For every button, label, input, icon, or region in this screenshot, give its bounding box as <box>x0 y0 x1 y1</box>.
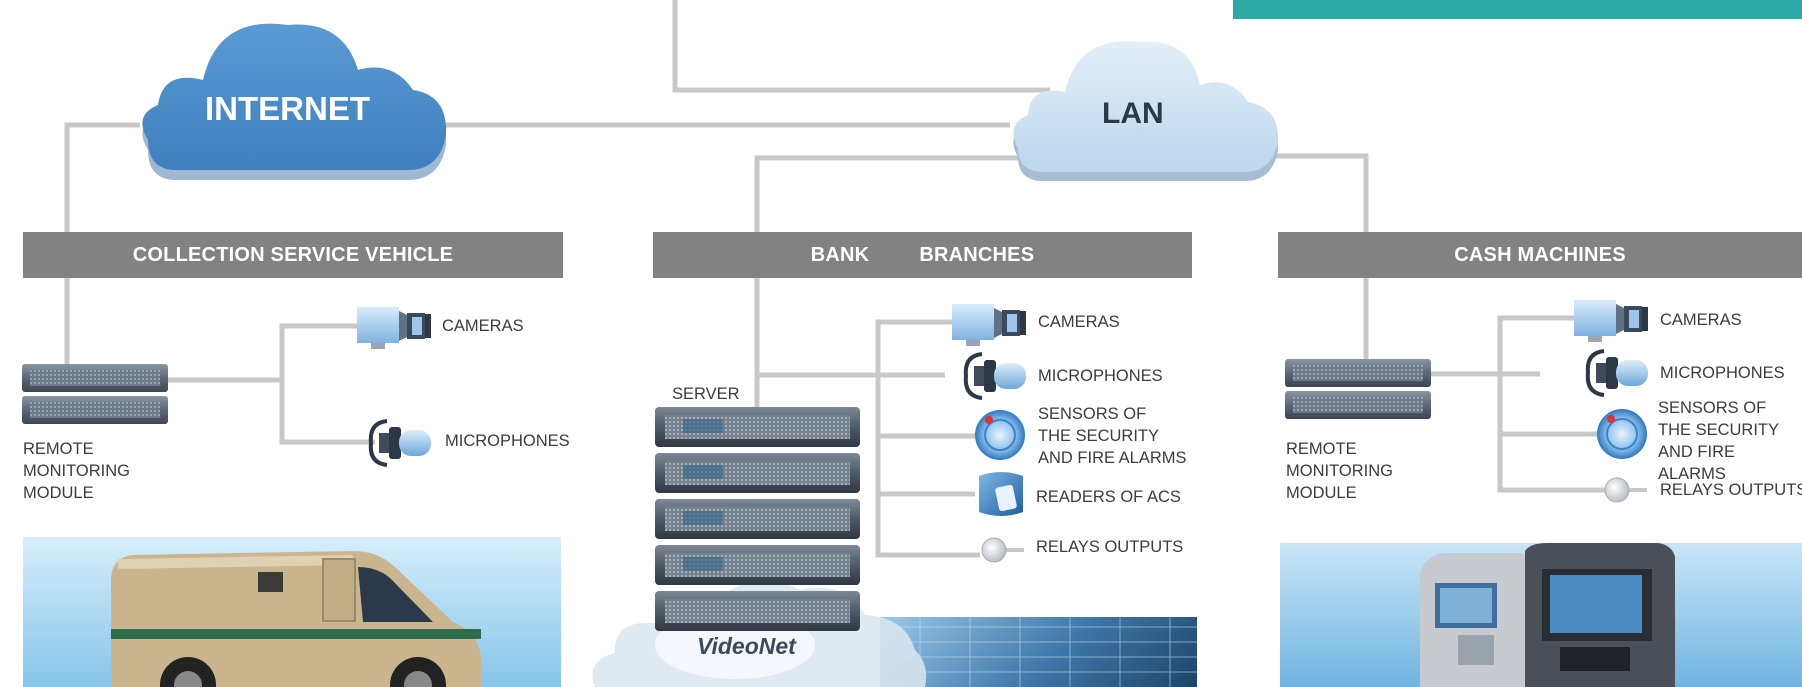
bank-device-sensors: SENSORS OF THE SECURITY AND FIRE ALARMS <box>1038 405 1187 467</box>
microphone-icon <box>368 419 431 467</box>
section-collection-title: COLLECTION SERVICE VEHICLE <box>23 232 563 278</box>
monitoring-module-icon <box>22 364 168 424</box>
bank-device-cameras: CAMERAS <box>1038 313 1120 331</box>
collection-title-text: COLLECTION SERVICE VEHICLE <box>132 243 454 266</box>
atm-image <box>1420 543 1675 687</box>
cash-title-text: CASH MACHINES <box>1454 243 1626 266</box>
section-cash-title: CASH MACHINES <box>1278 232 1802 278</box>
van-image <box>111 551 481 687</box>
server-rack-icon <box>655 407 860 631</box>
cash-device-sensors: SENSORS OF THE SECURITY AND FIRE ALARMS <box>1658 399 1780 483</box>
lan-label: LAN <box>1102 97 1164 130</box>
camera-icon <box>1574 300 1648 342</box>
top-accent-bar <box>1233 0 1802 19</box>
collection-device-microphones: MICROPHONES <box>445 432 570 450</box>
lan-cloud-icon <box>1013 41 1279 181</box>
server-label: SERVER <box>672 385 740 403</box>
bank-title-part1: BANK <box>810 243 870 266</box>
bank-building-photo <box>880 617 1197 687</box>
videonet-label: VideoNet <box>697 633 796 659</box>
cash-module-label: REMOTE MONITORING MODULE <box>1286 440 1393 502</box>
collection-module-label: REMOTE MONITORING MODULE <box>23 440 130 502</box>
cash-device-relays: RELAYS OUTPUTS <box>1660 481 1802 499</box>
camera-icon <box>952 304 1026 346</box>
internet-label: INTERNET <box>205 90 370 127</box>
monitoring-module-icon <box>1285 359 1431 419</box>
bank-title-part2: BRANCHES <box>919 243 1035 266</box>
collection-vehicle-photo <box>23 537 561 687</box>
relay-icon <box>1604 477 1647 503</box>
bank-device-microphones: MICROPHONES <box>1038 367 1163 385</box>
camera-icon <box>357 307 431 349</box>
microphone-icon <box>963 352 1026 400</box>
relay-icon <box>981 537 1024 563</box>
cash-atm-photo <box>1280 543 1802 687</box>
card-reader-icon <box>979 472 1023 516</box>
microphone-icon <box>1585 349 1648 397</box>
cash-device-cameras: CAMERAS <box>1660 311 1742 329</box>
cash-device-microphones: MICROPHONES <box>1660 364 1785 382</box>
internet-cloud-icon <box>142 23 447 180</box>
sensor-icon <box>1597 409 1647 459</box>
bank-device-relays: RELAYS OUTPUTS <box>1036 538 1184 556</box>
sensor-icon <box>975 410 1025 460</box>
section-bank-title: BANK BRANCHES <box>653 232 1192 278</box>
bank-device-readers: READERS OF ACS <box>1036 488 1181 506</box>
collection-device-cameras: CAMERAS <box>442 317 524 335</box>
